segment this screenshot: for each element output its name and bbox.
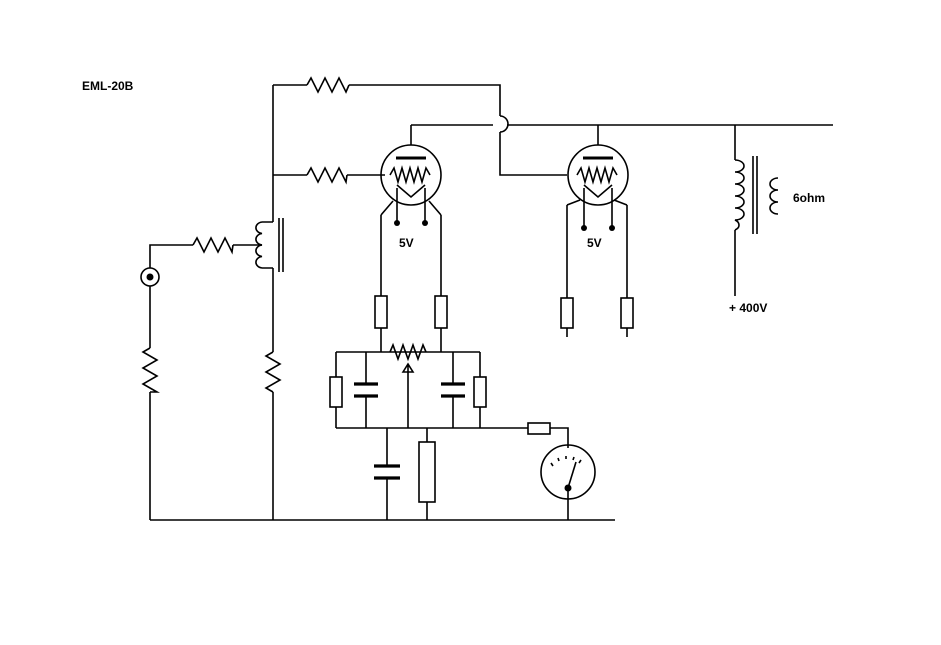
b-plus-voltage-label: + 400V <box>729 301 767 315</box>
meter-series-resistor <box>527 422 551 435</box>
schematic-title: EML-20B <box>82 79 134 93</box>
input-series-resistor <box>192 236 234 255</box>
feedback-resistor <box>306 76 350 94</box>
left-filament-resistor-b <box>434 295 448 329</box>
speaker-impedance-label: 6ohm <box>793 191 825 205</box>
input-jack <box>140 267 160 287</box>
wire-crossover <box>499 115 509 133</box>
current-meter <box>540 444 596 500</box>
filament-voltage-left: 5V <box>399 236 414 250</box>
cathode-capacitor-right <box>441 382 465 398</box>
left-filament-resistor-a <box>374 295 388 329</box>
bias-capacitor <box>374 464 400 480</box>
input-transformer <box>255 218 284 272</box>
cathode-capacitor-left <box>354 382 378 398</box>
hum-balance-potentiometer <box>389 342 427 373</box>
cathode-resistor-right <box>473 376 487 408</box>
bias-resistor <box>418 441 436 503</box>
right-filament-resistor-a <box>560 297 574 329</box>
left-triode-tube <box>380 144 442 226</box>
right-filament-resistor-b <box>620 297 634 329</box>
wiring <box>149 84 833 521</box>
filament-voltage-right: 5V <box>587 236 602 250</box>
input-shunt-resistor <box>141 347 161 393</box>
right-triode-tube <box>566 144 629 231</box>
output-transformer <box>734 156 779 234</box>
grid-leak-resistor <box>264 351 282 393</box>
grid-stopper-resistor <box>306 166 348 185</box>
cathode-resistor-left <box>329 376 343 408</box>
